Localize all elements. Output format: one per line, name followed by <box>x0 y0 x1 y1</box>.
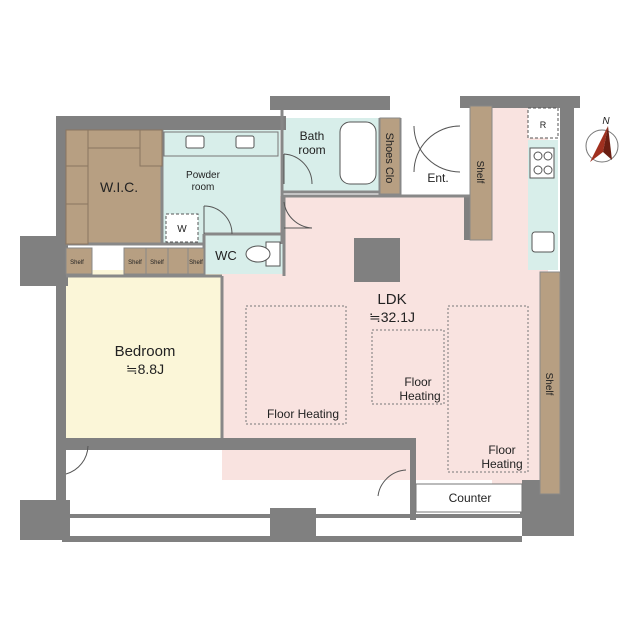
compass-needle-icon <box>590 126 608 162</box>
bedroom-shelf-label-1: Shelf <box>70 260 84 266</box>
floor-heating-zones <box>245 305 529 473</box>
compass: N <box>585 116 619 163</box>
toilet <box>245 241 281 267</box>
ldk-size: ≒32.1J <box>369 309 415 325</box>
bedroom-floor <box>66 270 222 438</box>
bedroom-shelf-5 <box>187 247 205 275</box>
shoes-closet-label: Shoes Clo <box>383 133 395 184</box>
bedroom-shelf-label-2: Shelf <box>128 260 142 266</box>
entrance-shelf <box>469 105 493 241</box>
refrigerator-space <box>527 107 559 139</box>
floor-heating-label-3b: Heating <box>481 457 522 471</box>
bedroom-shelf-label-4: Shelf <box>189 260 203 266</box>
wic-label: W.I.C. <box>100 179 138 195</box>
ldk-shelf-label: Shelf <box>543 373 554 396</box>
bathroom-label-2: room <box>298 143 325 157</box>
counter-label: Counter <box>449 491 492 505</box>
washer-label: W <box>177 224 187 235</box>
bedroom-shelf-label-3: Shelf <box>150 260 164 266</box>
bedroom-shelf-1 <box>65 247 93 275</box>
ldk-label: LDK <box>377 291 406 308</box>
bathtub <box>339 121 377 185</box>
walls <box>20 96 580 542</box>
powder-room-label-2: room <box>192 182 215 193</box>
washer-space <box>165 213 199 243</box>
floor-heating-label-2a: Floor <box>404 375 431 389</box>
bedroom-shelf-4 <box>167 247 189 275</box>
floor-heating-label-1: Floor Heating <box>267 407 339 421</box>
stove <box>529 147 555 179</box>
entrance-label: Ent. <box>427 171 448 185</box>
wic-shelving <box>65 129 163 245</box>
vanity-counter <box>163 131 279 157</box>
doors <box>65 125 461 497</box>
refrigerator-label: R <box>540 120 547 130</box>
shoes-closet <box>379 117 401 195</box>
compass-north-label: N <box>602 116 610 127</box>
bedroom-size: ≒8.8J <box>126 361 164 377</box>
floor-heating-label-2b: Heating <box>399 389 440 403</box>
sink <box>531 231 555 253</box>
floor-heating-label-3a: Floor <box>488 443 515 457</box>
bathroom-label-1: Bath <box>300 129 325 143</box>
counter <box>415 483 523 513</box>
wc-label: WC <box>215 248 237 263</box>
bedroom-label: Bedroom <box>115 343 176 360</box>
powder-room-label-1: Powder <box>186 170 221 181</box>
ldk-shelf <box>539 271 561 495</box>
entrance-shelf-label: Shelf <box>474 161 485 184</box>
